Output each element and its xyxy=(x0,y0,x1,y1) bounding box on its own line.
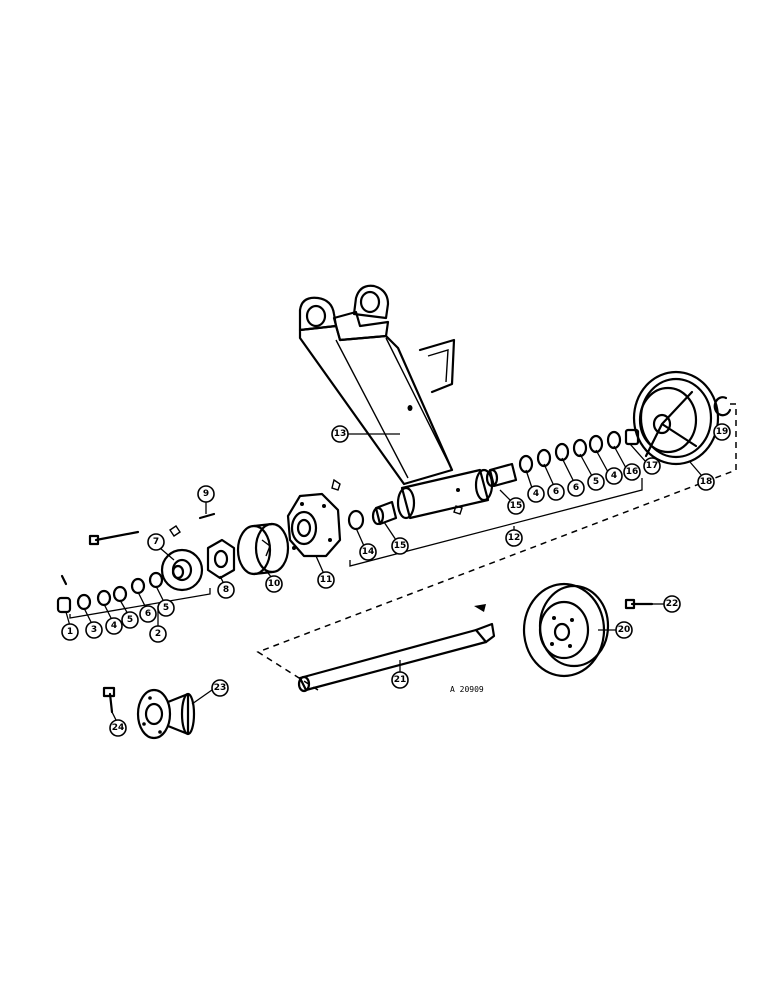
svg-text:5: 5 xyxy=(127,615,133,625)
callout-22: 22 xyxy=(663,595,681,613)
svg-text:22: 22 xyxy=(666,599,679,609)
callout-2: 2 xyxy=(149,625,167,643)
svg-text:9: 9 xyxy=(203,489,209,499)
callout-3: 3 xyxy=(85,621,103,639)
svg-text:5: 5 xyxy=(593,477,599,487)
svg-text:13: 13 xyxy=(334,429,347,439)
callout-4: 4 xyxy=(105,617,123,635)
callout-1: 1 xyxy=(61,623,79,641)
part-19-snap-ring xyxy=(713,396,732,417)
svg-text:15: 15 xyxy=(510,501,523,511)
part-18-pulley xyxy=(632,370,720,466)
svg-text:15: 15 xyxy=(394,541,407,551)
callout-12: 12 xyxy=(505,529,523,547)
callout-14: 14 xyxy=(359,543,377,561)
left-bearing-stack xyxy=(347,500,398,531)
part-24-bolt xyxy=(102,686,116,714)
callout-23: 23 xyxy=(211,679,229,697)
svg-text:12: 12 xyxy=(508,533,521,543)
svg-text:14: 14 xyxy=(362,547,375,557)
part-23-flanged-sleeve xyxy=(136,688,196,740)
svg-text:18: 18 xyxy=(700,477,713,487)
callout-8: 8 xyxy=(217,581,235,599)
callout-5: 5 xyxy=(157,599,175,617)
callout-11: 11 xyxy=(317,571,335,589)
svg-text:4: 4 xyxy=(611,471,617,481)
callout-7: 7 xyxy=(147,533,165,551)
svg-text:23: 23 xyxy=(214,683,227,693)
part-8-nut xyxy=(206,538,236,580)
svg-text:7: 7 xyxy=(153,537,159,547)
svg-text:4: 4 xyxy=(111,621,117,631)
callout-20: 20 xyxy=(615,621,633,639)
callout-6: 6 xyxy=(547,483,565,501)
callout-17: 17 xyxy=(643,457,661,475)
part-20-wheel-rim xyxy=(522,582,610,678)
part-9-pin xyxy=(169,512,216,537)
callout-6: 6 xyxy=(139,605,157,623)
svg-text:6: 6 xyxy=(553,487,559,497)
small-nut-hardware xyxy=(331,478,463,515)
callouts: 1 2 3 4 5 6 5 7 8 9 10 11 12 13 14 15 15… xyxy=(61,423,731,737)
callout-16: 16 xyxy=(623,463,641,481)
callout-19: 19 xyxy=(713,423,731,441)
leader-lines xyxy=(65,433,703,721)
svg-text:24: 24 xyxy=(112,723,125,733)
callout-5: 5 xyxy=(587,473,605,491)
svg-text:11: 11 xyxy=(320,575,333,585)
part-11-flange-hub xyxy=(286,492,342,558)
svg-text:2: 2 xyxy=(155,629,161,639)
svg-text:21: 21 xyxy=(394,675,407,685)
svg-text:19: 19 xyxy=(716,427,729,437)
svg-text:1: 1 xyxy=(67,627,73,637)
svg-text:6: 6 xyxy=(573,483,579,493)
callout-10: 10 xyxy=(265,575,283,593)
svg-text:17: 17 xyxy=(646,461,659,471)
svg-text:4: 4 xyxy=(533,489,539,499)
callout-5: 5 xyxy=(121,611,139,629)
svg-text:6: 6 xyxy=(145,609,151,619)
svg-text:5: 5 xyxy=(163,603,169,613)
callout-18: 18 xyxy=(697,473,715,491)
svg-text:3: 3 xyxy=(91,625,97,635)
part-10-hub-drum xyxy=(236,522,290,576)
drawing-number: A 20909 xyxy=(450,685,484,694)
part-22-bolt xyxy=(624,598,654,610)
callout-21: 21 xyxy=(391,671,409,689)
callout-24: 24 xyxy=(109,719,127,737)
part-13-wheel-arm xyxy=(298,284,494,520)
assembly-centerline xyxy=(256,403,737,691)
svg-text:10: 10 xyxy=(268,579,281,589)
callout-6: 6 xyxy=(567,479,585,497)
svg-text:20: 20 xyxy=(618,625,631,635)
long-bolt xyxy=(88,530,140,546)
part-21-axle-shaft xyxy=(297,604,496,693)
svg-text:8: 8 xyxy=(223,585,229,595)
callout-15: 15 xyxy=(391,537,409,555)
callout-4: 4 xyxy=(527,485,545,503)
callout-15: 15 xyxy=(507,497,525,515)
part-7-flanged-hub xyxy=(160,548,204,592)
callout-13: 13 xyxy=(331,425,349,443)
svg-text:16: 16 xyxy=(626,467,639,477)
callout-4: 4 xyxy=(605,467,623,485)
callout-9: 9 xyxy=(197,485,215,503)
